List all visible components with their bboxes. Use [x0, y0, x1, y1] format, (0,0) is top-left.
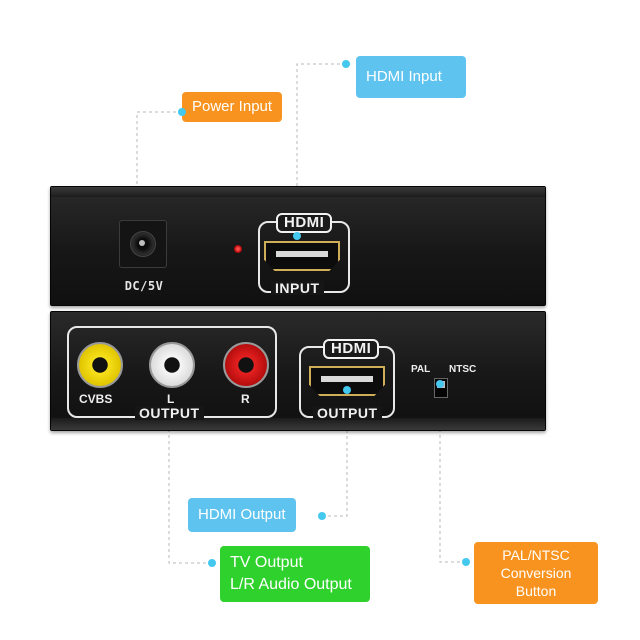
callout-tv-output-line1: TV Output — [230, 554, 303, 571]
callout-pal-ntsc: PAL/NTSC Conversion Button — [474, 542, 598, 604]
dot-power-input — [178, 108, 186, 116]
callout-hdmi-input: HDMI Input — [356, 56, 466, 98]
dot-hdmi-input-port — [293, 232, 301, 240]
switch-label-pal: PAL — [411, 364, 431, 375]
dc-label: DC/5V — [124, 279, 164, 293]
dc-jack-pin — [139, 240, 145, 246]
dot-pal-ntsc-switch — [436, 380, 444, 388]
top-panel-rim — [51, 187, 545, 197]
callout-hdmi-output: HDMI Output — [188, 498, 296, 532]
hdmi-output-caption: OUTPUT — [313, 406, 382, 420]
callout-pal-ntsc-line3: Button — [515, 583, 557, 599]
bottom-panel-rim — [51, 418, 545, 430]
dot-pal-ntsc — [462, 558, 470, 566]
callout-tv-output: TV Output L/R Audio Output — [220, 546, 370, 602]
rca-label-cvbs: CVBS — [79, 392, 113, 406]
hdmi-output-logo: HDMI — [323, 339, 380, 359]
hdmi-input-caption: INPUT — [271, 281, 324, 295]
rca-left-audio-jack — [149, 342, 195, 388]
device-top-panel: DC/5V HDMI INPUT — [50, 186, 546, 306]
rca-cvbs-jack — [77, 342, 123, 388]
hdmi-input-port — [264, 241, 340, 271]
hdmi-input-logo: HDMI — [276, 213, 333, 233]
dc-power-jack — [119, 220, 167, 268]
power-led-indicator — [234, 245, 242, 253]
hdmi-output-port-contacts — [321, 376, 373, 382]
switch-label-ntsc: NTSC — [449, 364, 477, 375]
rca-right-audio-jack — [223, 342, 269, 388]
dot-hdmi-input — [342, 60, 350, 68]
device-bottom-panel: CVBS L R OUTPUT HDMI OUTPUT PAL NTSC — [50, 311, 546, 431]
dot-hdmi-output — [318, 512, 326, 520]
callout-tv-output-line2: L/R Audio Output — [230, 576, 352, 593]
rca-label-left: L — [167, 392, 175, 406]
callout-pal-ntsc-line1: PAL/NTSC — [502, 547, 570, 563]
rca-output-caption: OUTPUT — [135, 406, 204, 420]
dot-tv-output — [208, 559, 216, 567]
rca-label-right: R — [241, 392, 250, 406]
callout-pal-ntsc-line2: Conversion — [500, 565, 572, 581]
callout-power-input: Power Input — [182, 92, 283, 122]
hdmi-input-port-contacts — [276, 251, 328, 257]
dot-hdmi-output-port — [343, 386, 351, 394]
